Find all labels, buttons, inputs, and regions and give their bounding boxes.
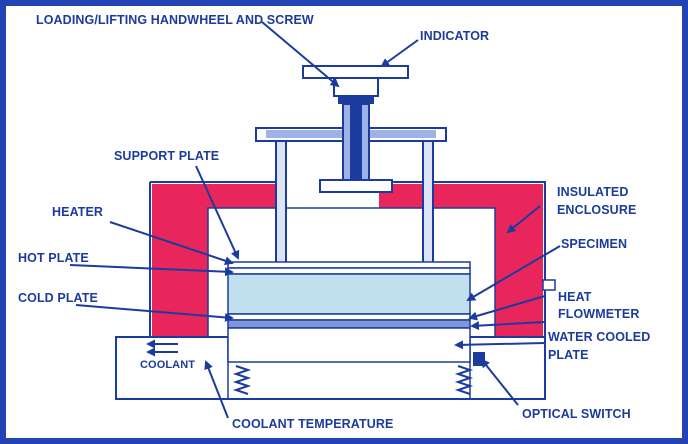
label-optical-switch: OPTICAL SWITCH	[522, 407, 631, 421]
label-heater: HEATER	[52, 205, 103, 219]
leader-lines	[69, 21, 561, 419]
label-water-1: WATER COOLED	[548, 330, 650, 344]
label-heat-1: HEAT	[558, 290, 592, 304]
enclosure-cavity	[207, 207, 496, 337]
screw-shaft-core	[350, 104, 362, 182]
label-specimen: SPECIMEN	[561, 237, 627, 251]
heat-flowmeter	[227, 319, 471, 329]
cold-plate	[227, 313, 471, 321]
optical-switch-sensor	[473, 352, 485, 366]
heater-plate	[227, 261, 471, 269]
load-pad	[319, 179, 393, 193]
label-heat-2: FLOWMETER	[558, 307, 639, 321]
label-insulated-2: ENCLOSURE	[557, 203, 636, 217]
screw-block	[338, 96, 374, 104]
screw-collar	[333, 77, 379, 97]
coolant-arrows	[146, 339, 178, 357]
specimen	[227, 273, 471, 315]
spring-left	[232, 365, 252, 395]
label-handwheel: LOADING/LIFTING HANDWHEEL AND SCREW	[36, 13, 314, 27]
label-coolant: COOLANT	[140, 359, 195, 371]
side-port	[542, 279, 556, 291]
hot-plate	[227, 267, 471, 275]
label-hot-plate: HOT PLATE	[18, 251, 89, 265]
indicator	[302, 65, 409, 79]
label-coolant-temperature: COOLANT TEMPERATURE	[232, 417, 393, 431]
label-support-plate: SUPPORT PLATE	[114, 149, 219, 163]
water-cooled-plate	[227, 327, 471, 363]
insulation	[152, 184, 543, 337]
label-water-2: PLATE	[548, 348, 589, 362]
label-insulated-1: INSULATED	[557, 185, 629, 199]
spring-right	[454, 365, 474, 395]
label-indicator: INDICATOR	[420, 29, 489, 43]
label-cold-plate: COLD PLATE	[18, 291, 98, 305]
